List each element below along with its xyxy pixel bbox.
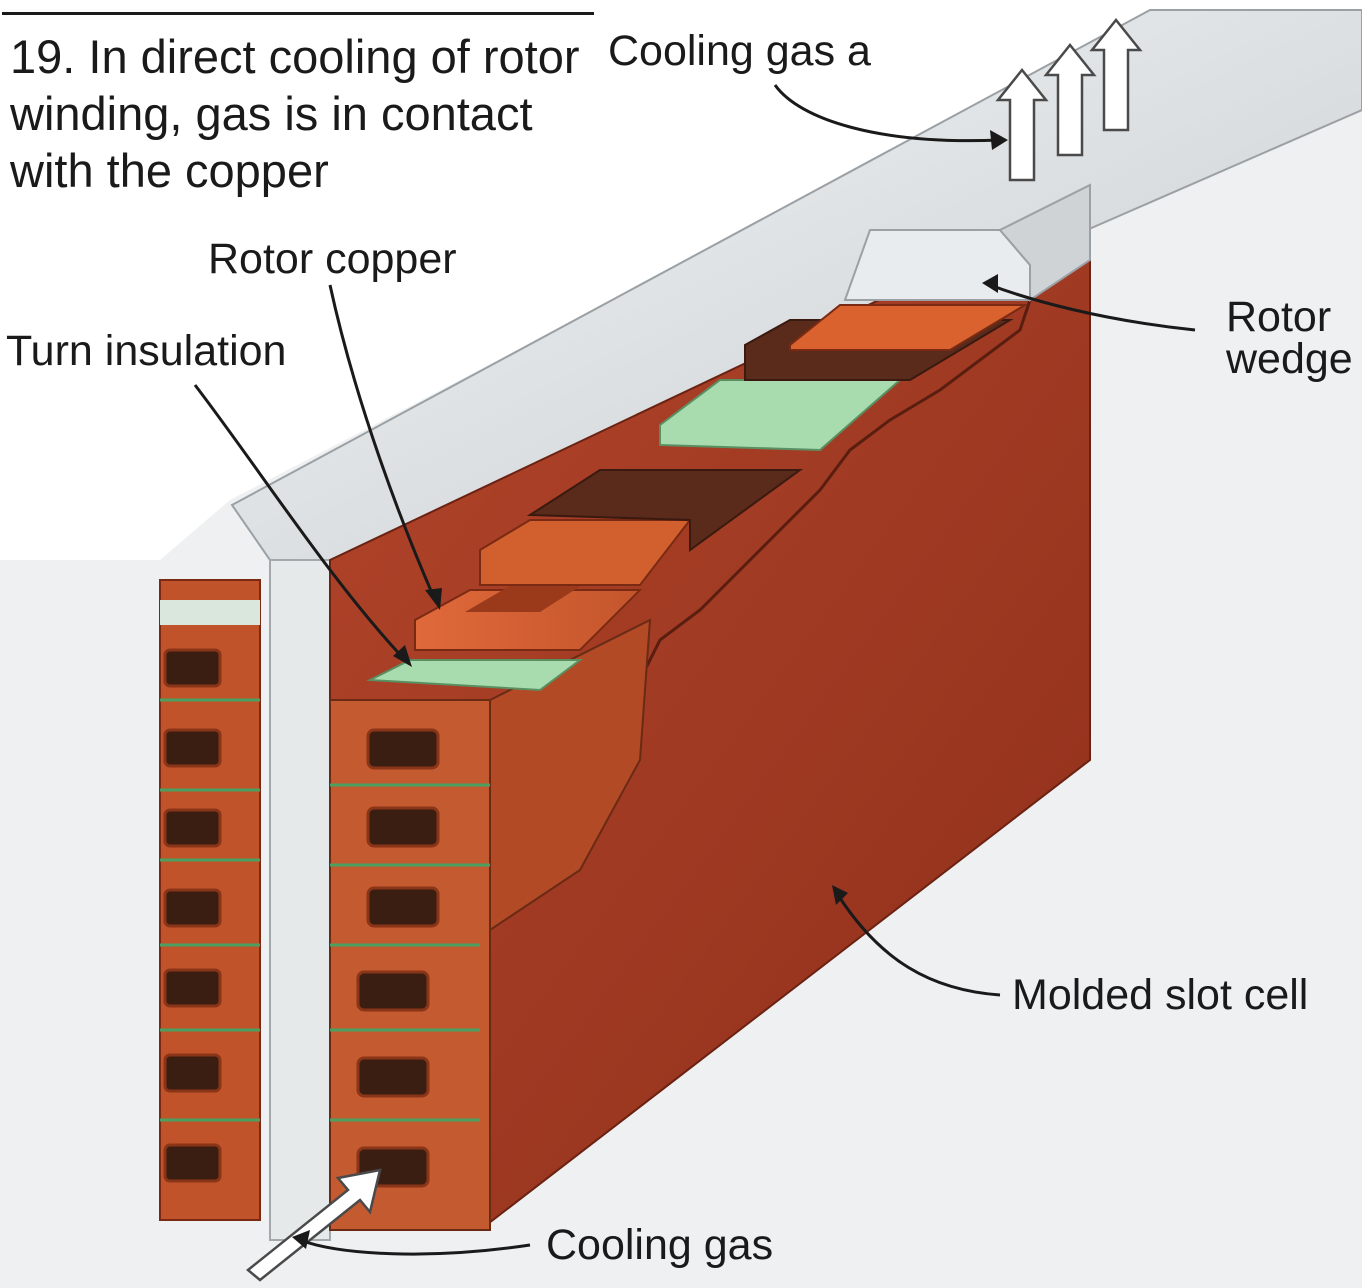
outlet-arrows — [995, 17, 1143, 182]
copper-stack-side — [489, 618, 652, 932]
rotor-copper-layer-1 — [414, 589, 643, 651]
rotor-copper-layer-2 — [479, 519, 693, 586]
label-rotor-wedge-line1: Rotor — [1226, 293, 1332, 341]
label-molded-slot-cell: Molded slot cell — [1012, 971, 1309, 1019]
label-cooling-gas-out: Cooling gas a — [608, 27, 871, 75]
label-turn-insulation: Turn insulation — [6, 327, 287, 375]
label-cooling-gas-in: Cooling gas — [546, 1221, 774, 1269]
label-rotor-wedge-line2: wedge — [1226, 335, 1353, 383]
leader-rotor-copper — [328, 284, 437, 601]
top-insulation-green — [366, 659, 583, 692]
top-copper-layer — [789, 304, 1029, 351]
caption-rule — [2, 12, 594, 15]
tooth-ridge — [269, 559, 331, 1241]
leader-molded-slot-cell — [836, 894, 1001, 997]
dark-copper-layer — [526, 469, 804, 552]
vent-holes — [163, 648, 440, 1188]
inlet-arrow — [246, 1168, 382, 1282]
label-rotor-copper: Rotor copper — [208, 235, 457, 283]
leader-arrowheads — [292, 130, 1008, 1249]
rotor-copper-slot — [465, 580, 590, 612]
figure-caption: 19. In direct cooling of rotor winding, … — [10, 30, 580, 197]
insulation-green-layer — [659, 379, 903, 452]
rotor-wedge-top — [998, 183, 1091, 302]
leader-rotor-wedge — [989, 283, 1196, 332]
leader-cooling-gas-out — [773, 84, 1001, 143]
leader-lines — [193, 84, 1196, 1256]
turn-insulation-lines — [160, 698, 490, 1122]
leader-turn-insulation — [193, 384, 407, 662]
leader-cooling-gas-in — [299, 1238, 531, 1256]
